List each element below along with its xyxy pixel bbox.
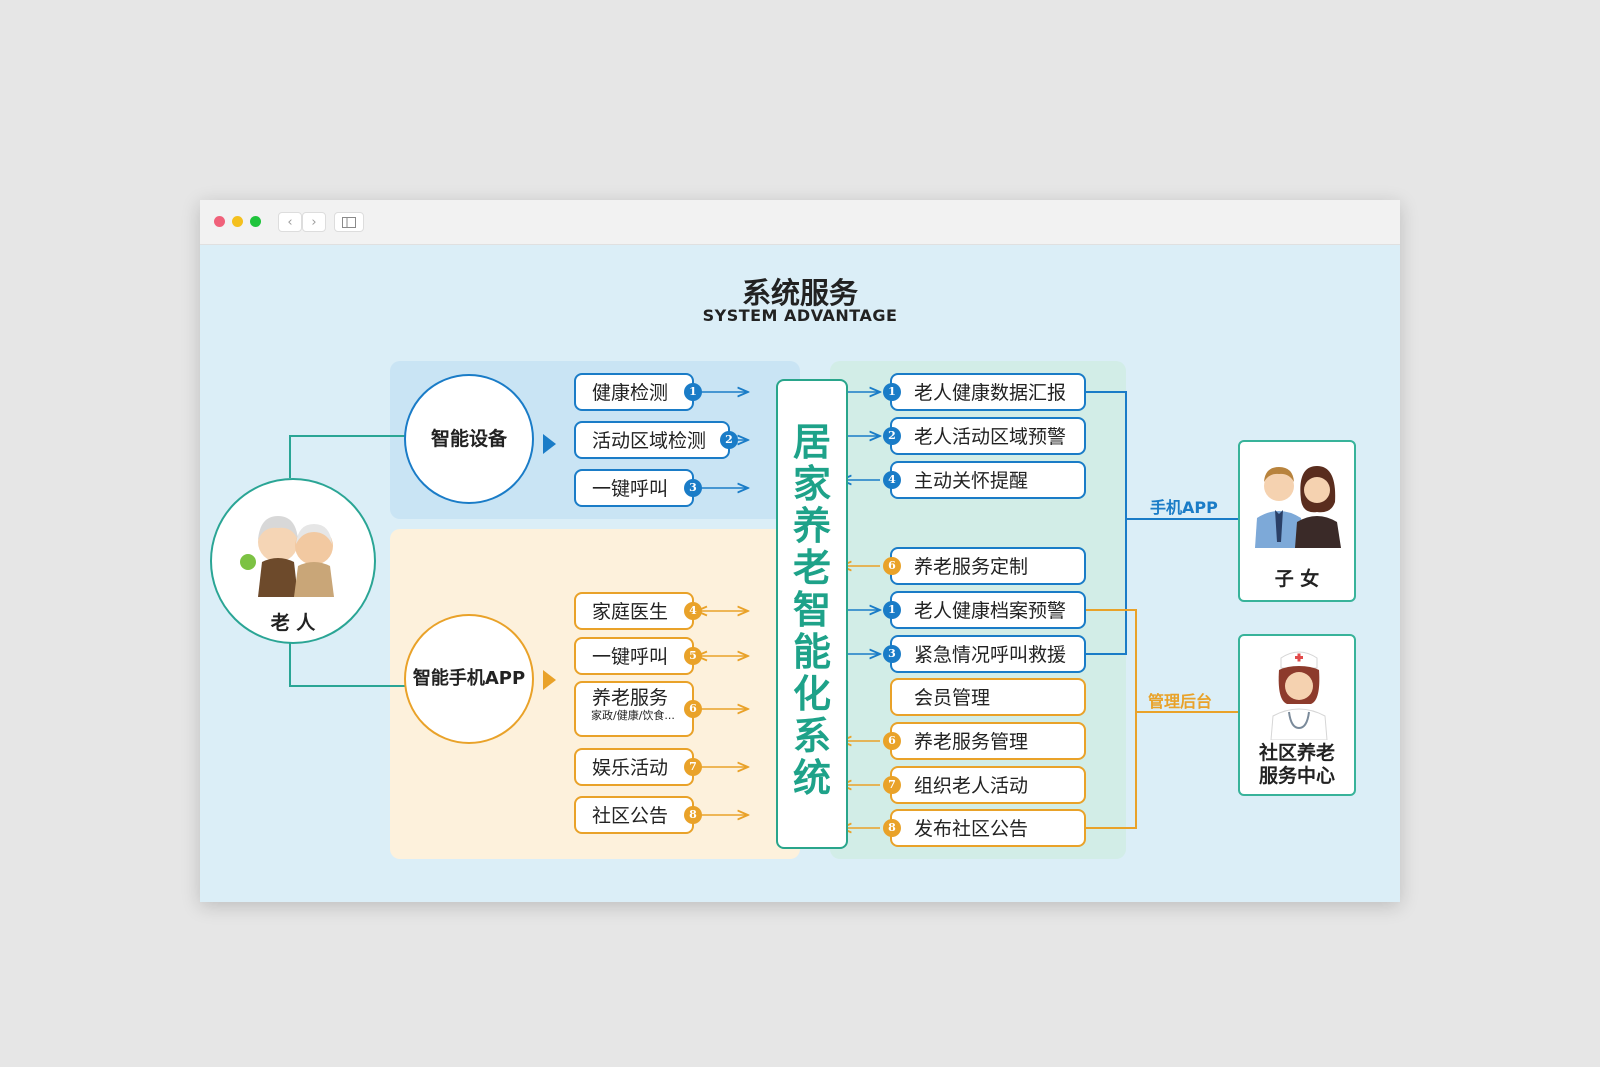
app-item-one-key-call: 一键呼叫 5 (574, 637, 702, 675)
app-item-label: 家庭医生 (592, 601, 669, 623)
device-item-health-check: 健康检测 1 (574, 373, 702, 411)
output-item-label: 老人健康档案预警 (914, 600, 1067, 622)
app-item-label: 娱乐活动 (592, 757, 669, 779)
service-center-box: 社区养老 服务中心 (1238, 634, 1356, 796)
number-badge: 4 (883, 471, 901, 489)
sidebar-toggle-icon[interactable] (334, 212, 364, 232)
output-item-service-custom: 6 养老服务定制 (883, 547, 1086, 585)
output-item-health-file-alert: 1 老人健康档案预警 (883, 591, 1086, 629)
diagram-canvas: 系统服务 SYSTEM ADVANTAGE (200, 244, 1400, 902)
number-badge: 1 (883, 601, 901, 619)
device-item-one-key-call: 一键呼叫 3 (574, 469, 702, 507)
number-badge: 8 (883, 819, 901, 837)
nurse-avatar-icon (1270, 651, 1328, 740)
service-center-label: 社区养老 服务中心 (1240, 742, 1354, 788)
output-item-health-report: 1 老人健康数据汇报 (883, 373, 1086, 411)
smart-phone-app-circle: 智能手机APP (404, 614, 534, 744)
app-item-label: 社区公告 (592, 805, 669, 827)
app-item-label: 养老服务 (592, 687, 669, 709)
output-item-label: 主动关怀提醒 (914, 470, 1029, 492)
admin-backend-label: 管理后台 (1148, 692, 1213, 711)
number-badge: 7 (883, 776, 901, 794)
app-item-family-doctor: 家庭医生 4 (574, 592, 702, 630)
app-item-elderly-service: 养老服务 家政/健康/饮食... 6 (574, 681, 702, 737)
number-badge: 6 (684, 700, 702, 718)
app-item-community-notice: 社区公告 8 (574, 796, 702, 834)
number-badge: 2 (720, 431, 738, 449)
output-item-emergency-rescue: 3 紧急情况呼叫救援 (883, 635, 1086, 673)
back-icon[interactable]: ‹ (278, 212, 302, 232)
output-item-label: 会员管理 (914, 687, 991, 709)
number-badge: 6 (883, 557, 901, 575)
app-item-entertainment: 娱乐活动 7 (574, 748, 702, 786)
smart-device-circle: 智能设备 (404, 374, 534, 504)
phone-app-label: 手机APP (1150, 498, 1218, 517)
elderly-couple-icon (240, 516, 334, 597)
forward-icon[interactable]: › (302, 212, 326, 232)
number-badge: 4 (684, 602, 702, 620)
output-item-label: 组织老人活动 (914, 775, 1029, 797)
number-badge: 1 (684, 383, 702, 401)
output-item-publish-notice: 8 发布社区公告 (883, 809, 1086, 847)
close-button[interactable] (214, 216, 225, 227)
children-box: 子 女 (1238, 440, 1356, 602)
output-item-care-reminder: 4 主动关怀提醒 (883, 461, 1086, 499)
title-bar: ‹ › (200, 200, 1400, 245)
number-badge: 7 (684, 758, 702, 776)
browser-window: ‹ › 系统服务 SYSTEM ADVANTAGE (200, 200, 1400, 902)
number-badge: 5 (684, 647, 702, 665)
number-badge: 1 (883, 383, 901, 401)
output-item-member-management: 会员管理 (890, 678, 1086, 716)
app-item-sublabel: 家政/健康/饮食... (591, 709, 675, 722)
number-badge: 6 (883, 732, 901, 750)
output-item-label: 紧急情况呼叫救援 (914, 644, 1067, 666)
output-item-label: 发布社区公告 (914, 818, 1029, 840)
number-badge: 2 (883, 427, 901, 445)
output-item-label: 养老服务定制 (914, 556, 1029, 578)
output-item-service-management: 6 养老服务管理 (883, 722, 1086, 760)
device-item-label: 活动区域检测 (592, 430, 707, 452)
children-avatar-icon (1255, 466, 1341, 548)
device-item-label: 健康检测 (592, 382, 669, 404)
central-system-box: 居家养老智能化系统 (776, 379, 848, 849)
minimize-button[interactable] (232, 216, 243, 227)
device-item-area-check: 活动区域检测 2 (574, 421, 738, 459)
device-item-label: 一键呼叫 (592, 478, 669, 500)
maximize-button[interactable] (250, 216, 261, 227)
number-badge: 3 (883, 645, 901, 663)
children-label: 子 女 (1274, 568, 1320, 590)
elder-circle: 老 人 (210, 478, 376, 644)
page-subtitle: SYSTEM ADVANTAGE (702, 306, 898, 325)
output-item-organize-activities: 7 组织老人活动 (883, 766, 1086, 804)
output-item-area-alert: 2 老人活动区域预警 (883, 417, 1086, 455)
output-item-label: 养老服务管理 (914, 731, 1029, 753)
service-center-label-line1: 社区养老 (1258, 742, 1335, 764)
page-title: 系统服务 (741, 276, 858, 310)
elder-label: 老 人 (270, 612, 316, 634)
app-item-label: 一键呼叫 (592, 646, 669, 668)
service-center-label-line2: 服务中心 (1258, 765, 1335, 787)
number-badge: 3 (684, 479, 702, 497)
output-item-label: 老人健康数据汇报 (914, 382, 1067, 404)
output-item-label: 老人活动区域预警 (914, 426, 1067, 448)
central-system-title: 居家养老智能化系统 (792, 420, 831, 800)
number-badge: 8 (684, 806, 702, 824)
